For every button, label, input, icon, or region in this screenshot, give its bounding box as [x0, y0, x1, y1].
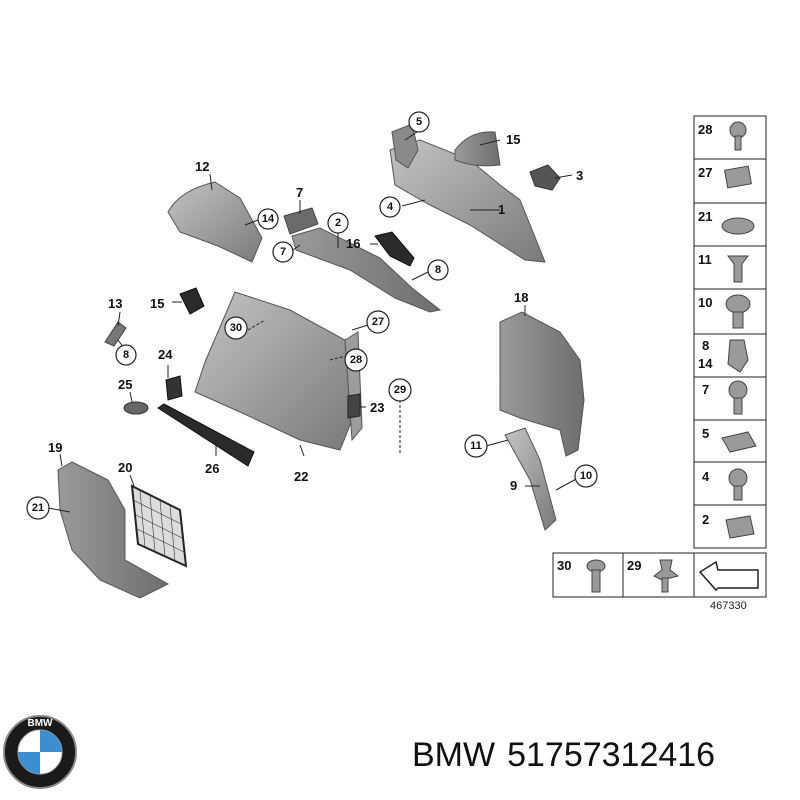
table-label-10: 10	[698, 295, 712, 310]
table-label-8: 8	[702, 338, 709, 353]
part-6-shape	[283, 207, 319, 235]
label-17: 16	[346, 236, 360, 251]
circle-label-8a: 8	[435, 264, 441, 276]
part-13-shape	[104, 321, 127, 347]
bottom-fastener-boxes: 30 29	[552, 552, 767, 598]
circle-label-8b: 8	[123, 349, 129, 361]
circle-callouts	[26, 111, 598, 520]
circle-label-30: 30	[230, 322, 242, 334]
part-2-shape	[291, 227, 442, 313]
part-5-shape	[391, 123, 419, 169]
label-13: 13	[108, 296, 122, 311]
label-20: 20	[118, 460, 132, 475]
circle-label-4: 4	[387, 201, 394, 213]
direction-arrow-icon	[698, 560, 759, 592]
table-label-4: 4	[702, 469, 710, 484]
fastener-2-icon	[725, 515, 755, 539]
circle-label-5: 5	[416, 116, 422, 128]
circle-label-2: 2	[335, 217, 341, 229]
table-label-21: 21	[698, 209, 712, 224]
bottom-label-29: 29	[627, 558, 641, 573]
part-16-shape	[179, 287, 205, 315]
part-15-shape	[454, 131, 501, 167]
label-22: 22	[294, 469, 308, 484]
circle-label-27: 27	[372, 316, 384, 328]
table-label-2: 2	[702, 512, 709, 527]
label-12: 12	[195, 159, 209, 174]
fastener-10-icon	[725, 294, 751, 314]
fastener-4-icon	[728, 468, 748, 488]
part-22-shape	[194, 291, 353, 451]
table-label-14: 14	[698, 356, 713, 371]
part-9-shape	[504, 427, 557, 531]
part-25-shape	[123, 401, 149, 415]
circle-label-21: 21	[32, 502, 44, 514]
fastener-table: 28 27 21 11 10 8 14 7 5 4 2	[693, 115, 767, 549]
label-18: 18	[514, 290, 528, 305]
table-label-27: 27	[698, 165, 712, 180]
label-25: 25	[118, 377, 132, 392]
part-12-shape	[167, 181, 263, 263]
part-3-shape	[529, 164, 561, 191]
table-label-7: 7	[702, 382, 709, 397]
fastener-29-icon	[653, 559, 680, 581]
part-20-net	[132, 489, 185, 562]
footer-part-code: 51757312416	[507, 736, 716, 774]
part-19-shape	[57, 461, 170, 599]
part-26-shape	[157, 403, 255, 467]
fastener-21-icon	[721, 217, 755, 235]
circle-label-7: 7	[280, 246, 286, 258]
footer-part-number: BMW 51757312416	[412, 736, 727, 775]
circle-label-14: 14	[262, 213, 275, 225]
figure-number: 467330	[710, 600, 747, 612]
fastener-8-14-icon	[727, 339, 749, 373]
table-label-5: 5	[702, 426, 709, 441]
circle-label-11: 11	[470, 440, 482, 452]
table-label-11: 11	[698, 252, 712, 267]
label-6: 7	[296, 185, 303, 200]
bmw-logo: BMW	[3, 715, 77, 789]
svg-text:BMW: BMW	[28, 718, 54, 729]
label-24: 24	[158, 347, 173, 362]
fastener-7-icon	[728, 380, 748, 400]
label-23: 23	[370, 400, 384, 415]
label-26: 26	[205, 461, 219, 476]
table-label-28: 28	[698, 122, 712, 137]
part-23-shape	[347, 393, 361, 419]
circle-label-28: 28	[350, 354, 362, 366]
circle-label-29: 29	[394, 384, 406, 396]
label-3: 3	[576, 168, 583, 183]
part-24-shape	[165, 375, 183, 401]
part-20-shape	[130, 484, 188, 568]
fastener-5-icon	[721, 431, 757, 453]
label-16: 15	[150, 296, 164, 311]
label-19: 19	[48, 440, 62, 455]
footer-brand: BMW	[412, 736, 496, 774]
part-18-shape	[499, 311, 585, 457]
part-17-shape	[374, 231, 415, 267]
label-9: 9	[510, 478, 517, 493]
label-1: 1	[498, 202, 505, 217]
bottom-label-30: 30	[557, 558, 571, 573]
label-15: 15	[506, 132, 520, 147]
fastener-27-icon	[724, 165, 752, 189]
fastener-11-icon	[727, 255, 749, 283]
leader-lines	[47, 129, 579, 513]
part-1-shape	[389, 139, 546, 263]
circle-label-10: 10	[580, 470, 592, 482]
